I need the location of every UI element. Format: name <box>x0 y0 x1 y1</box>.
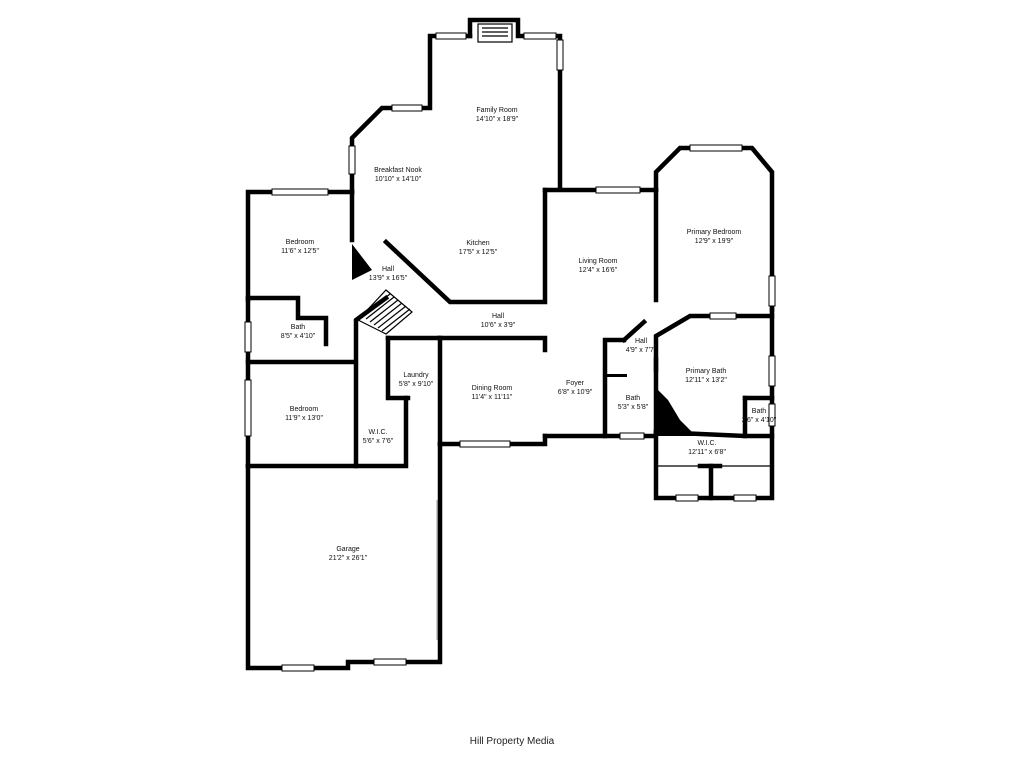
garage-dim: 21'2" x 26'1" <box>329 555 368 562</box>
bath-2-name: Bath <box>626 395 641 402</box>
living-room-name: Living Room <box>579 258 618 265</box>
bath-1-name: Bath <box>291 324 306 331</box>
hall-3-name: Hall <box>635 338 648 345</box>
dining-room-name: Dining Room <box>472 385 513 392</box>
hall-3-dim: 4'9" x 7'7" <box>626 347 657 354</box>
foyer-name: Foyer <box>566 380 585 387</box>
hall-1-dim: 13'9" x 16'5" <box>369 275 408 282</box>
credit-text: Hill Property Media <box>469 736 555 747</box>
interior-lines <box>544 190 772 467</box>
fireplace <box>477 23 513 43</box>
garage-name: Garage <box>336 546 359 553</box>
bedroom-2-name: Bedroom <box>290 406 319 413</box>
bedroom-1-dim: 11'6" x 12'5" <box>281 248 319 255</box>
wic-1-name: W.I.C. <box>368 429 387 436</box>
hall-1-name: Hall <box>382 266 395 273</box>
bath-3-dim: 2'6" x 4'10" <box>742 417 777 424</box>
foyer-dim: 6'8" x 10'9" <box>558 389 593 396</box>
living-room-dim: 12'4" x 16'6" <box>579 267 618 274</box>
family-room-name: Family Room <box>476 107 517 114</box>
windows <box>244 32 776 672</box>
bath-3-name: Bath <box>752 408 767 415</box>
breakfast-nook-dim: 10'10" x 14'10" <box>375 176 422 183</box>
laundry-dim: 5'8" x 9'10" <box>399 381 434 388</box>
bath-2-dim: 5'3" x 5'8" <box>618 404 649 411</box>
wic-2-name: W.I.C. <box>697 440 716 447</box>
solid-fills <box>352 244 696 436</box>
bedroom-1-name: Bedroom <box>286 239 315 246</box>
dining-room-dim: 11'4" x 11'11" <box>472 394 513 401</box>
family-room-dim: 14'10" x 18'9" <box>476 116 519 123</box>
kitchen-name: Kitchen <box>466 240 489 247</box>
wic-1-dim: 5'6" x 7'6" <box>363 438 394 445</box>
wic-2-dim: 12'11" x 6'8" <box>688 449 726 456</box>
stairs <box>357 289 413 335</box>
primary-bath-dim: 12'11" x 13'2" <box>685 377 727 384</box>
bath-1-dim: 8'5" x 4'10" <box>281 333 316 340</box>
bedroom-2-dim: 11'9" x 13'0" <box>285 415 323 422</box>
room-labels: Family Room 14'10" x 18'9" Breakfast Noo… <box>281 107 777 562</box>
hall-2-name: Hall <box>492 313 505 320</box>
primary-bedroom-dim: 12'9" x 19'9" <box>695 238 734 245</box>
primary-bedroom-name: Primary Bedroom <box>687 229 742 236</box>
primary-bath-name: Primary Bath <box>686 368 727 375</box>
kitchen-dim: 17'5" x 12'5" <box>459 249 498 256</box>
breakfast-nook-name: Breakfast Nook <box>374 167 422 174</box>
hall-2-dim: 10'6" x 3'9" <box>481 322 516 329</box>
laundry-name: Laundry <box>403 372 429 379</box>
